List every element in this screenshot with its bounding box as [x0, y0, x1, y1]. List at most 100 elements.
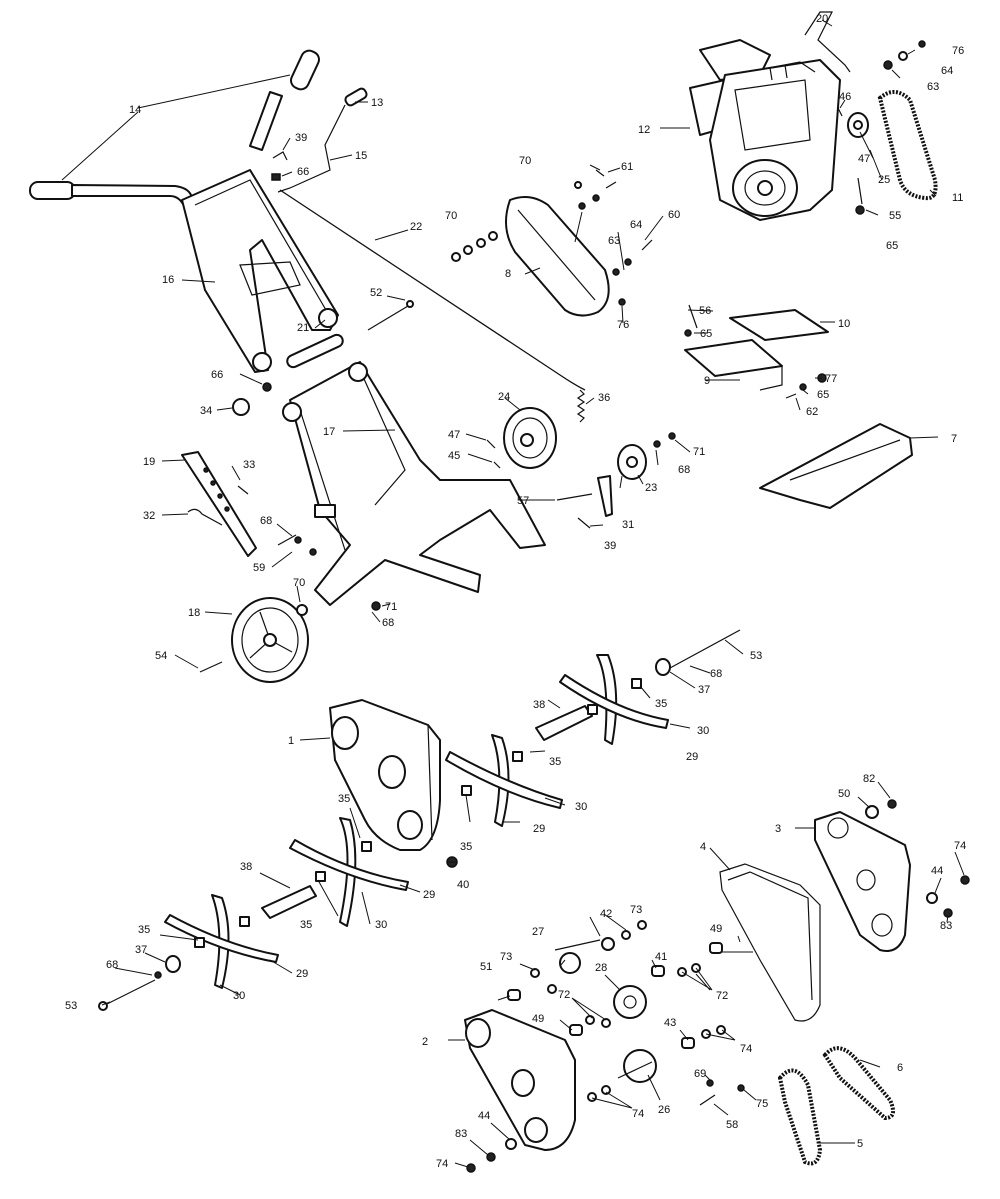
tine-assembly [98, 629, 741, 1011]
bolt-52 [367, 305, 409, 331]
label-82: 82 [863, 773, 875, 785]
label-20: 20 [816, 13, 828, 25]
engine-fins [757, 61, 816, 81]
label-64-engine: 64 [941, 65, 953, 77]
label-71-wheel: 71 [385, 601, 397, 613]
nut-82 [887, 799, 897, 809]
gasket-4 [719, 863, 821, 1022]
washer-74-d [601, 1085, 611, 1095]
bolt-53-lower [104, 979, 156, 1006]
tine-30-middle [445, 751, 563, 809]
mount-plate-9 [684, 339, 783, 377]
axle-bolt-54 [199, 661, 223, 673]
spacer-35-d [461, 785, 472, 796]
label-32: 32 [143, 510, 155, 522]
washer-70-guard [574, 181, 582, 189]
washer-73-top [621, 930, 631, 940]
tine-30-lower [289, 839, 409, 891]
label-2: 2 [422, 1036, 428, 1048]
sprocket-26 [623, 1049, 657, 1083]
spacer-41 [651, 965, 665, 977]
label-38-lower: 38 [240, 861, 252, 873]
spacer-35-f [361, 841, 372, 852]
label-66-left: 66 [211, 369, 223, 381]
nut-66-left [262, 382, 272, 392]
hitch-pin-32 [187, 508, 223, 526]
washer-72-d [601, 1018, 611, 1028]
chain-case-cover-3 [814, 811, 911, 952]
label-7: 7 [951, 433, 957, 445]
label-43: 43 [664, 1017, 676, 1029]
bolt-52-head [406, 300, 414, 308]
label-74-lower: 74 [632, 1108, 644, 1120]
label-62: 62 [806, 406, 818, 418]
label-15: 15 [355, 150, 367, 162]
spacer-35-e [315, 871, 326, 882]
label-37-upper: 37 [698, 684, 710, 696]
label-25: 25 [878, 174, 890, 186]
screw-45 [493, 461, 501, 469]
label-58: 58 [726, 1119, 738, 1131]
handle-pivot-right [318, 308, 338, 328]
label-68-lower: 68 [106, 959, 118, 971]
nut-66-top [271, 173, 281, 181]
label-70-washers: 70 [445, 210, 457, 222]
shaft-26 [617, 1061, 653, 1079]
sprocket-27 [559, 952, 581, 974]
bushing-37-lower [165, 955, 181, 973]
label-45: 45 [448, 450, 460, 462]
label-10: 10 [838, 318, 850, 330]
washer-64-guard [592, 194, 600, 202]
washers-70 [488, 231, 498, 241]
nut-83-lower [486, 1152, 496, 1162]
bolt-61 [595, 169, 605, 177]
washer-74-c [587, 1092, 597, 1102]
spacer-35-a [587, 704, 598, 715]
throttle-link-20 [804, 11, 851, 73]
label-70-wheel: 70 [293, 577, 305, 589]
label-12: 12 [638, 124, 650, 136]
label-68-wheel: 68 [382, 617, 394, 629]
drive-belt-11 [877, 90, 938, 201]
label-9: 9 [704, 375, 710, 387]
label-73-mid: 73 [500, 951, 512, 963]
label-35-mid-b: 35 [460, 841, 472, 853]
washer-64-lower [624, 258, 632, 266]
handle-right-bar [249, 91, 283, 151]
label-16: 16 [162, 274, 174, 286]
leader-lines [61, 19, 965, 1168]
tiller-frame-17 [289, 361, 546, 606]
nut-63-lower [612, 268, 620, 276]
bearing-49-lower [569, 1024, 583, 1036]
bearing-51 [507, 989, 521, 1001]
handle-left-bar [71, 184, 193, 209]
label-40: 40 [457, 879, 469, 891]
spacer-35-b [631, 678, 642, 689]
label-30-upper: 30 [697, 725, 709, 737]
label-5: 5 [857, 1138, 863, 1150]
bushing-37-upper [655, 658, 671, 676]
spacer-35-g [239, 916, 250, 927]
label-19: 19 [143, 456, 155, 468]
label-8: 8 [505, 268, 511, 280]
chain-case-2-assembly [464, 1009, 576, 1173]
label-31: 31 [622, 519, 634, 531]
washer-44-cover [926, 892, 938, 904]
washer-70-wheel [296, 604, 308, 616]
spacer-42 [601, 937, 615, 951]
label-68-frame: 68 [260, 515, 272, 527]
drive-chain-5 [777, 1068, 823, 1166]
label-65-engine: 65 [886, 240, 898, 252]
frame-pivot-top [348, 362, 368, 382]
washer-68-idler [653, 440, 661, 448]
label-76-guard: 76 [617, 319, 629, 331]
label-72-mid: 72 [558, 989, 570, 1001]
label-17: 17 [323, 426, 335, 438]
idler-bracket-31 [597, 475, 613, 517]
bearing-49-upper [709, 942, 723, 954]
label-63-engine: 63 [927, 81, 939, 93]
label-37-lower: 37 [135, 944, 147, 956]
label-36: 36 [598, 392, 610, 404]
label-65-lower: 65 [817, 389, 829, 401]
key-46 [837, 107, 843, 117]
